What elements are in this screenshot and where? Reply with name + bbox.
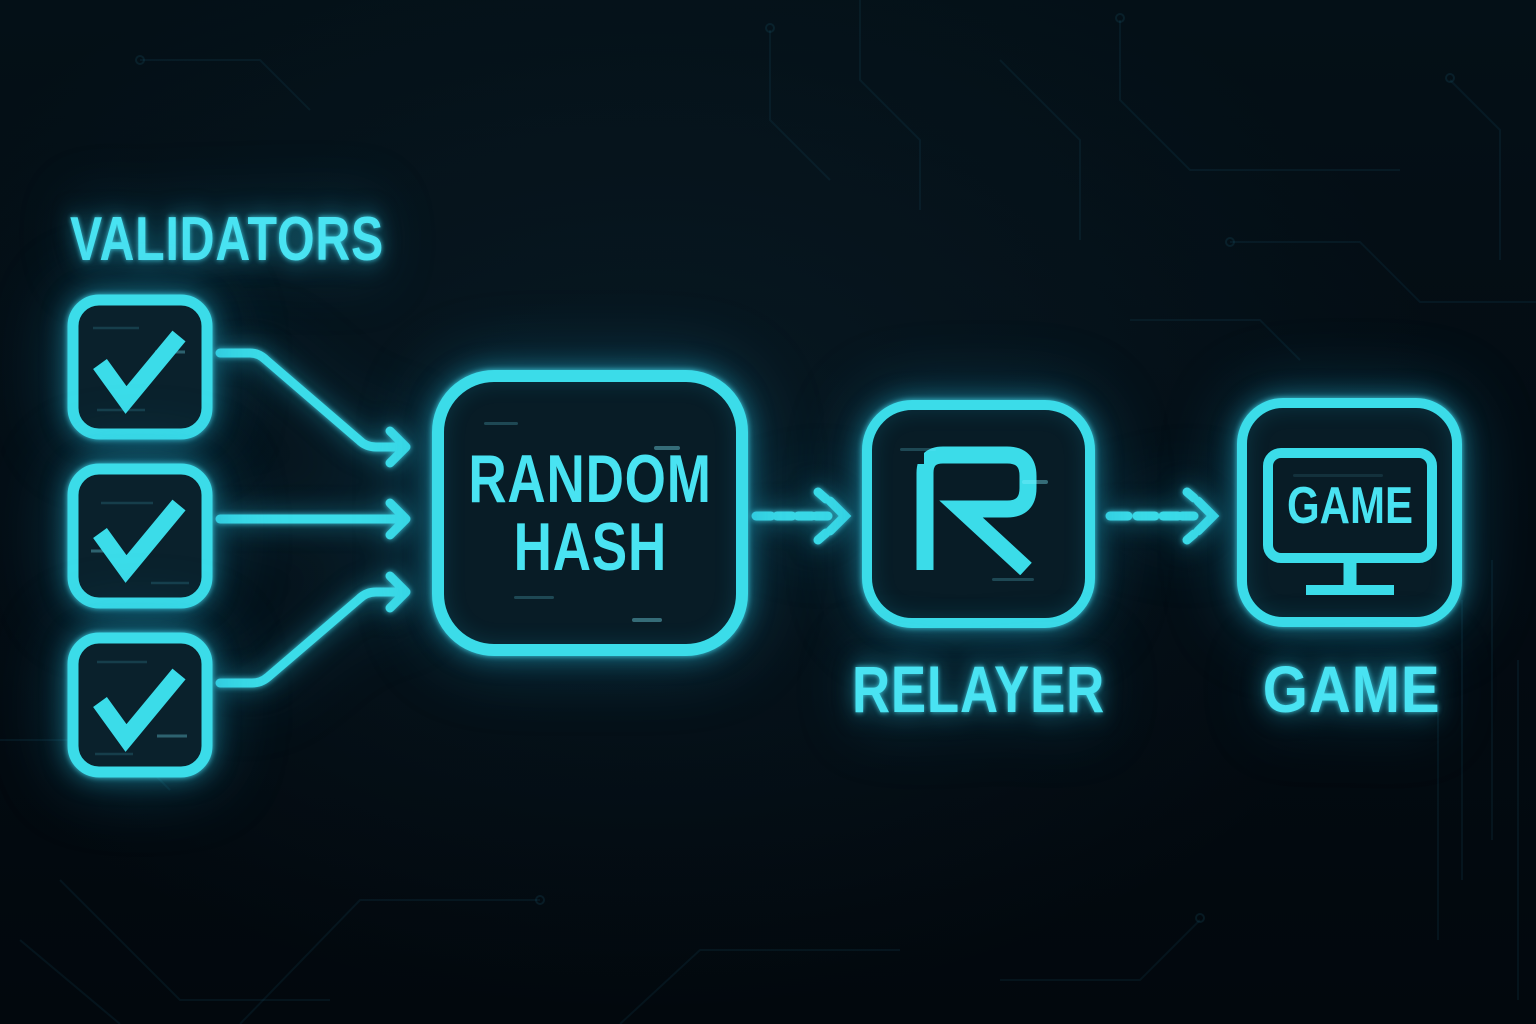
validator-checkbox-2 [67, 463, 213, 609]
game-label: GAME [1262, 652, 1441, 726]
arrow-from-validator-2 [215, 498, 411, 540]
validators-title: VALIDATORS [70, 205, 385, 274]
arrow-from-validator-3 [215, 571, 411, 688]
random-hash-label-line1: RANDOM [468, 441, 712, 517]
validator-checkbox-3 [67, 632, 213, 778]
game-node: GAME [1237, 398, 1462, 627]
validator-checkbox-1 [67, 294, 213, 440]
checkmark-icon [93, 499, 186, 583]
checkbox-frame [67, 632, 213, 778]
relayer-node [862, 400, 1095, 628]
monitor-icon: GAME [1262, 448, 1437, 595]
random-hash-label-line2: HASH [513, 509, 667, 585]
arrow-from-validator-1 [215, 348, 411, 468]
game-screen-text: GAME [1287, 477, 1413, 535]
relayer-r-icon [916, 446, 1037, 575]
relayer-label: RELAYER [851, 652, 1106, 726]
random-hash-node: RANDOM HASH [432, 370, 748, 656]
checkmark-icon [93, 330, 186, 414]
checkmark-icon [93, 668, 186, 752]
dashed-arrow-game [1105, 487, 1220, 545]
dashed-arrow-relayer [751, 487, 852, 545]
validator-arrows [215, 348, 411, 688]
checkbox-frame [67, 294, 213, 440]
